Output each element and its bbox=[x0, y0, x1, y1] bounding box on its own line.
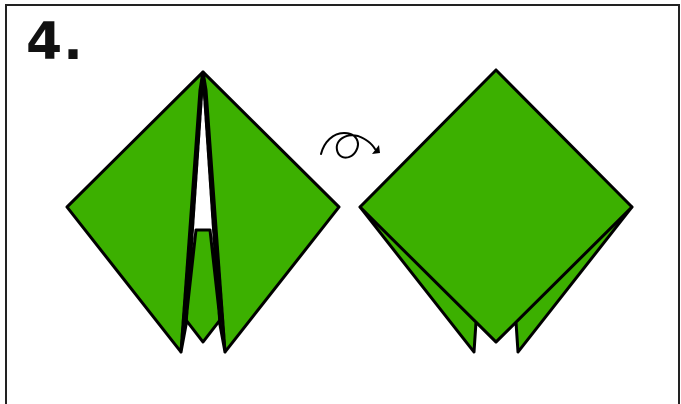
center-crease-right bbox=[201, 71, 222, 323]
panel-border bbox=[5, 4, 680, 404]
center-tip bbox=[184, 228, 222, 344]
turn-over-icon bbox=[320, 131, 380, 159]
folded-kite-back bbox=[358, 68, 634, 354]
step-number-label: 4. bbox=[26, 12, 84, 72]
arrow-head bbox=[372, 145, 380, 154]
main-diamond bbox=[358, 68, 634, 344]
center-crease-left bbox=[184, 71, 205, 323]
folded-kite-front bbox=[65, 70, 341, 354]
